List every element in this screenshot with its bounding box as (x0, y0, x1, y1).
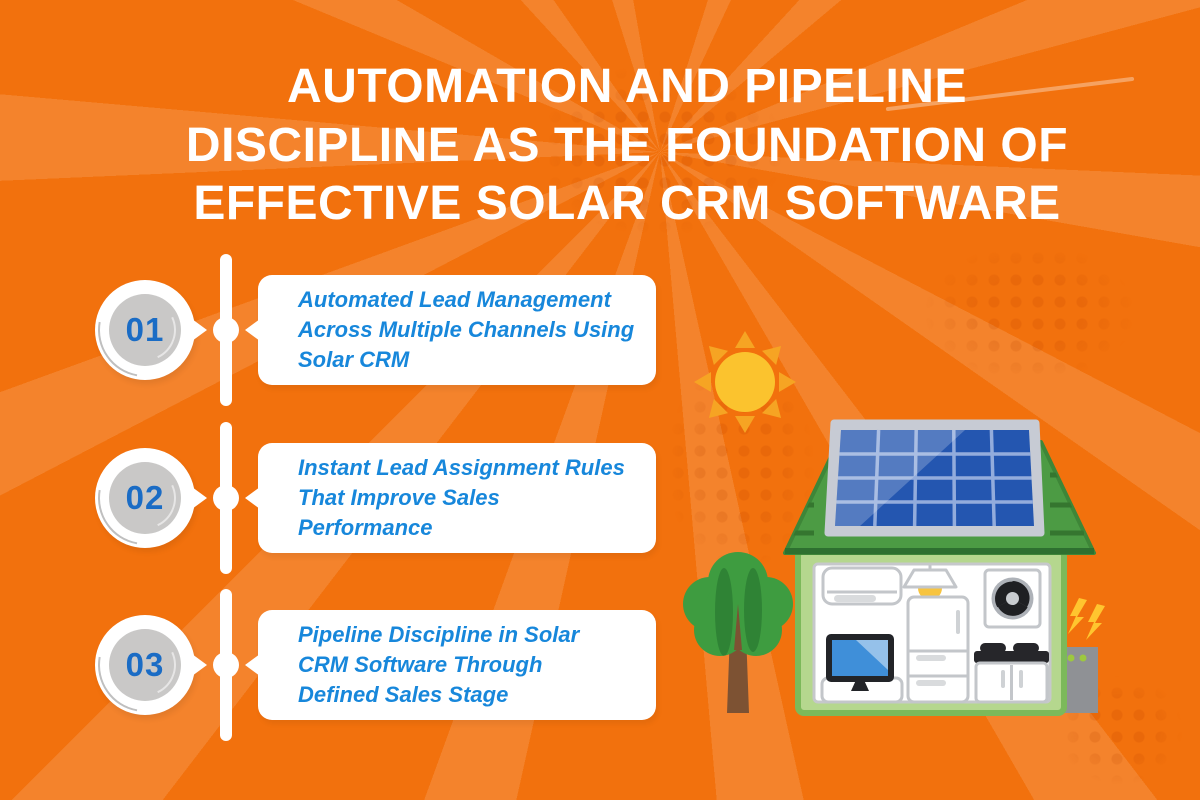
step-text-line: That Improve Sales (298, 485, 500, 510)
step-number: 01 (125, 311, 165, 348)
title-line-1: AUTOMATION AND PIPELINE (287, 60, 967, 113)
step-text-line: Performance (298, 515, 433, 540)
timeline-item-1: 01 Automated Lead Management Across Mult… (0, 254, 680, 406)
page-title: AUTOMATION AND PIPELINE DISCIPLINE AS TH… (62, 58, 1192, 234)
timeline-node-dot (213, 485, 239, 511)
stove-icon (974, 643, 1049, 704)
timeline-node-dot (213, 317, 239, 343)
step-text-line: Automated Lead Management (298, 287, 611, 312)
step-number-badge: 03 (79, 599, 211, 731)
step-text: Pipeline Discipline in Solar CRM Softwar… (258, 610, 656, 710)
tree-icon (683, 552, 793, 713)
refrigerator-icon (906, 595, 970, 704)
title-line-2: DISCIPLINE AS THE FOUNDATION OF (185, 118, 1069, 172)
step-text-line: Solar CRM (298, 347, 410, 372)
badge-inner-circle: 02 (109, 462, 181, 534)
step-number-badge: 02 (79, 432, 211, 564)
badge-pointer (192, 319, 207, 341)
power-conditioner-icon (1062, 647, 1098, 713)
step-text-line: Defined Sales Stage (298, 682, 509, 707)
ventilation-fan-icon (983, 568, 1042, 629)
air-conditioner-icon (821, 566, 903, 606)
badge-inner-circle: 03 (109, 629, 181, 701)
badge-pointer (192, 487, 207, 509)
step-number: 02 (125, 479, 165, 516)
solar-panel (824, 419, 1045, 537)
step-text: Instant Lead Assignment Rules That Impro… (258, 443, 656, 543)
house-icon (795, 547, 1067, 716)
step-text-line: Pipeline Discipline in Solar (298, 622, 580, 647)
badge-inner-circle: 01 (109, 294, 181, 366)
halftone-dots-patch (895, 225, 1165, 400)
timeline-node-dot (213, 652, 239, 678)
step-text-line: Across Multiple Channels Using (298, 317, 635, 342)
solar-house-illustration (683, 331, 1105, 716)
card-pointer (245, 487, 260, 509)
step-text-line: Instant Lead Assignment Rules (298, 455, 625, 480)
step-card: Pipeline Discipline in Solar CRM Softwar… (245, 610, 656, 720)
timeline-item-2: 02 Instant Lead Assignment Rules That Im… (0, 422, 680, 574)
tv-icon (820, 634, 904, 704)
halftone-dots-patch (500, 40, 820, 260)
sun-icon (694, 331, 796, 433)
step-card: Instant Lead Assignment Rules That Impro… (245, 443, 656, 553)
lightning-bolts-icon (1068, 598, 1105, 640)
step-text-line: CRM Software Through (298, 652, 543, 677)
step-card: Automated Lead Management Across Multipl… (245, 275, 656, 385)
step-number: 03 (125, 646, 165, 683)
card-pointer (245, 654, 260, 676)
badge-pointer (192, 654, 207, 676)
step-text: Automated Lead Management Across Multipl… (258, 275, 656, 375)
step-number-badge: 01 (79, 264, 211, 396)
timeline-item-3: 03 Pipeline Discipline in Solar CRM Soft… (0, 589, 680, 741)
title-line-3: EFFECTIVE SOLAR CRM SOFTWARE (193, 177, 1061, 231)
card-pointer (245, 319, 260, 341)
